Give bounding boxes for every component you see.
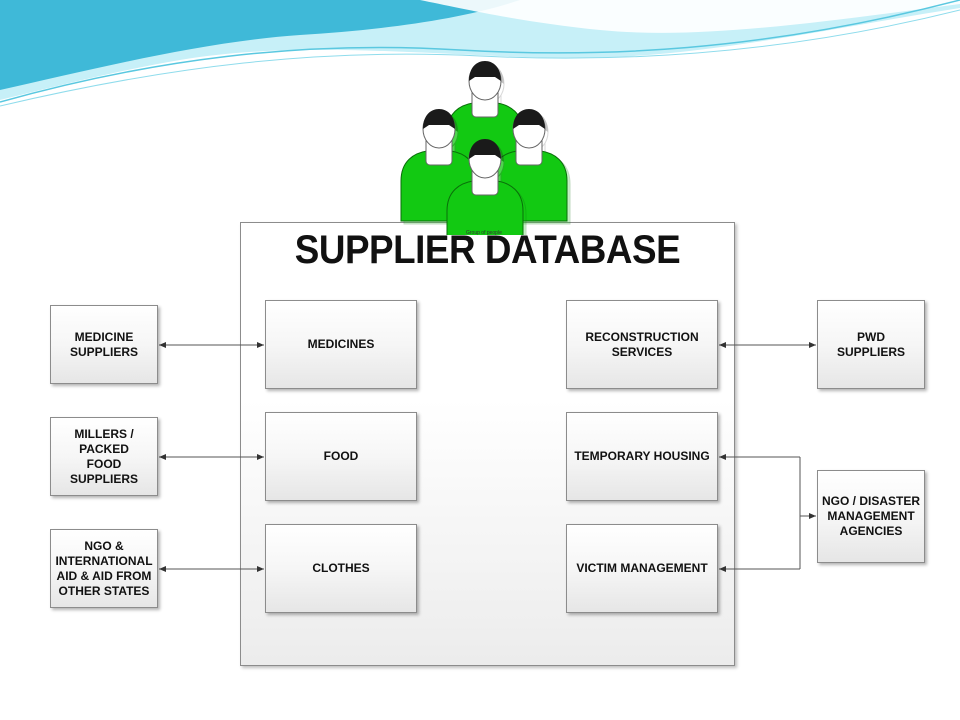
node-label: FOOD xyxy=(323,449,359,463)
group-of-people-icon xyxy=(400,60,571,235)
node-label: NGO & INTERNATIONAL AID & AID FROM OTHER… xyxy=(55,538,153,598)
node-label: RECONSTRUCTION SERVICES xyxy=(585,329,699,359)
node-food: FOOD xyxy=(265,412,417,501)
node-label: MEDICINES xyxy=(307,337,375,351)
node-reconstruction-services: RECONSTRUCTION SERVICES xyxy=(566,300,718,389)
node-label: PWD SUPPLIERS xyxy=(836,329,905,359)
node-label: VICTIM MANAGEMENT xyxy=(576,561,708,575)
node-medicines: MEDICINES xyxy=(265,300,417,389)
node-ngo-disaster-agencies: NGO / DISASTER MANAGEMENT AGENCIES xyxy=(817,470,925,563)
people-caption: Group of people xyxy=(466,230,502,236)
node-label: CLOTHES xyxy=(312,561,370,575)
node-medicine-suppliers: MEDICINE SUPPLIERS xyxy=(50,305,158,384)
node-victim-management: VICTIM MANAGEMENT xyxy=(566,524,718,613)
header-swoosh-banner xyxy=(0,0,960,107)
node-clothes: CLOTHES xyxy=(265,524,417,613)
node-label: NGO / DISASTER MANAGEMENT AGENCIES xyxy=(822,494,921,538)
node-label: TEMPORARY HOUSING xyxy=(574,449,710,463)
node-millers-food-suppliers: MILLERS / PACKED FOOD SUPPLIERS xyxy=(50,417,158,496)
diagram-title: SUPPLIER DATABASE xyxy=(294,228,681,272)
node-ngo-international-aid: NGO & INTERNATIONAL AID & AID FROM OTHER… xyxy=(50,529,158,608)
node-label: MEDICINE SUPPLIERS xyxy=(69,329,138,359)
node-temporary-housing: TEMPORARY HOUSING xyxy=(566,412,718,501)
node-label: MILLERS / PACKED FOOD SUPPLIERS xyxy=(69,426,138,486)
node-pwd-suppliers: PWD SUPPLIERS xyxy=(817,300,925,389)
